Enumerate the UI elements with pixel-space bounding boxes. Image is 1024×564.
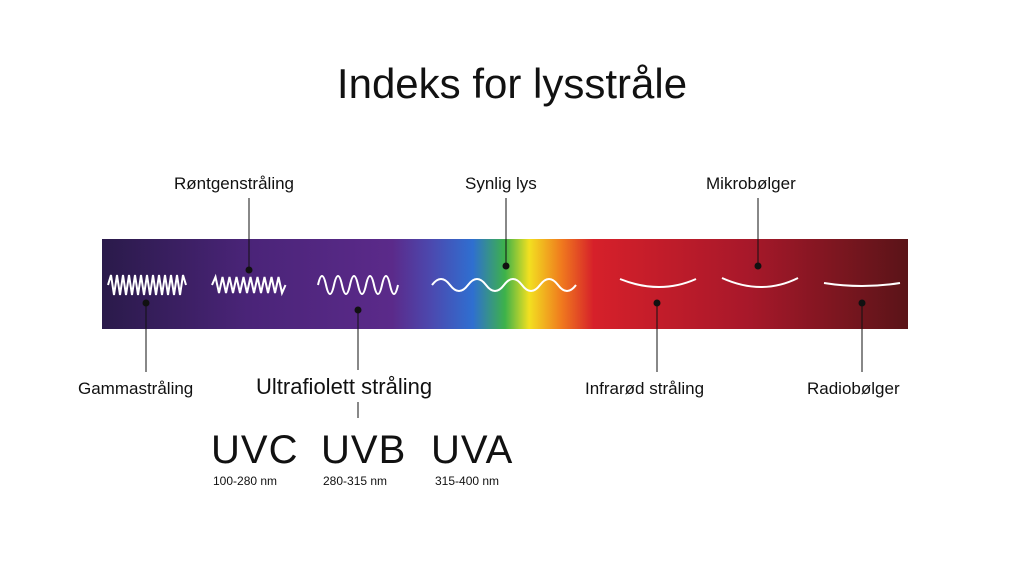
label-gamma: Gammastråling bbox=[78, 379, 194, 398]
uv-band-name: UVA bbox=[431, 428, 514, 472]
page-title: Indeks for lysstråle bbox=[336, 60, 688, 107]
visible-wave bbox=[431, 278, 577, 292]
uv-band-range: 280-315 nm bbox=[323, 474, 388, 488]
xray-wave bbox=[211, 273, 287, 297]
label-visible: Synlig lys bbox=[465, 174, 537, 193]
gamma-dot bbox=[142, 299, 150, 307]
label-uv: Ultrafiolett stråling bbox=[256, 374, 433, 399]
uv-wave bbox=[317, 275, 399, 295]
infrared-dot bbox=[653, 299, 661, 307]
radio-wave bbox=[823, 282, 901, 287]
microwave-wave bbox=[721, 277, 799, 288]
infrared-wave bbox=[619, 278, 697, 288]
uv-dot bbox=[354, 306, 362, 314]
microwave-dot bbox=[754, 262, 762, 270]
xray-dot bbox=[245, 266, 253, 274]
uv-band-range: 315-400 nm bbox=[435, 474, 500, 488]
visible-dot bbox=[502, 262, 510, 270]
radio-dot bbox=[858, 299, 866, 307]
label-radio: Radiobølger bbox=[807, 379, 900, 398]
uv-band-name: UVB bbox=[321, 428, 407, 472]
gamma-wave bbox=[107, 274, 187, 296]
label-xray: Røntgenstråling bbox=[174, 174, 295, 193]
uv-band-name: UVC bbox=[211, 428, 299, 472]
label-infrared: Infrarød stråling bbox=[585, 379, 705, 398]
uv-band-range: 100-280 nm bbox=[213, 474, 278, 488]
label-microwave: Mikrobølger bbox=[706, 174, 796, 193]
